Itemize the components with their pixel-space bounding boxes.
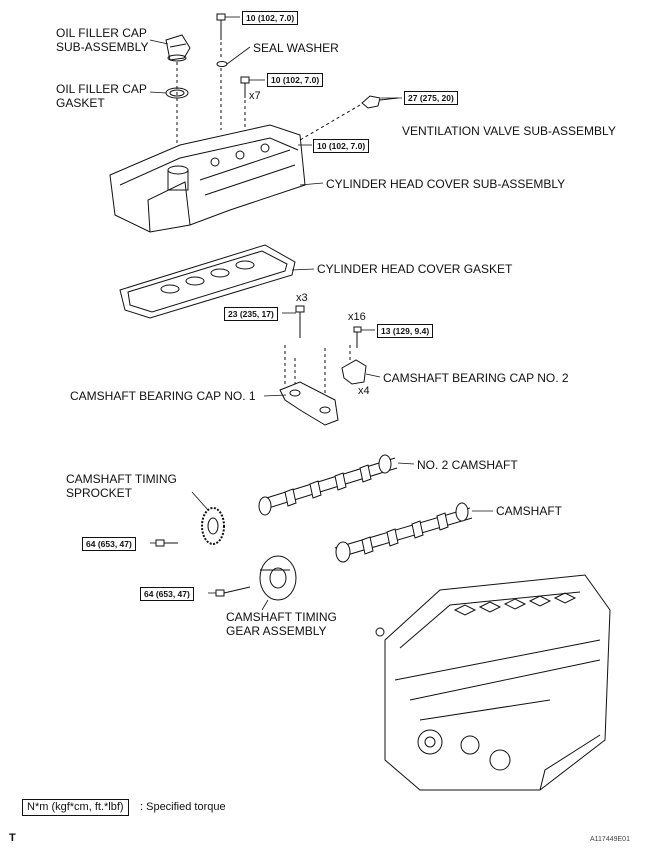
bearing-cap-1-bolt-drawing [295,305,305,338]
camshaft-timing-gear-label-2: GEAR ASSEMBLY [226,624,327,638]
camshaft-timing-gear-drawing [215,555,297,601]
bearing-cap-2-drawing [341,359,367,385]
oil-filler-cap-label: OIL FILLER CAP [56,26,147,40]
camshaft-drawing [334,502,473,563]
cover-bolts-multiplier: x7 [249,90,261,102]
torque-top-bolt: 10 (102, 7.0) [242,11,299,25]
figure-code: A117449E01 [590,836,630,843]
torque-bearing-cap-1: 23 (235, 17) [224,307,278,321]
camshaft-bearing-cap-2-label: CAMSHAFT BEARING CAP NO. 2 [383,371,569,385]
cap2-bolts-multiplier: x16 [348,311,366,323]
oil-filler-gasket-label-2: GASKET [56,96,105,110]
bearing-cap-2-bolt-drawing [353,326,362,348]
torque-bearing-cap-2: 13 (129, 9.4) [377,324,434,338]
cap1-bolts-multiplier: x3 [296,292,308,304]
camshaft-timing-sprocket-drawing [155,507,225,547]
camshaft-timing-sprocket-label-2: SPROCKET [66,486,133,500]
torque-unit-legend: N*m (kgf*cm, ft.*lbf) [22,799,129,816]
torque-ventilation-valve: 27 (275, 20) [404,91,458,105]
cap2-count-multiplier: x4 [358,385,370,397]
section-marker: T [9,832,16,844]
camshaft-timing-gear-label-1: CAMSHAFT TIMING [226,610,337,624]
cylinder-head-cover-label: CYLINDER HEAD COVER SUB-ASSEMBLY [326,177,566,191]
cover-bolt-drawing [240,76,250,98]
torque-cover-nut: 10 (102, 7.0) [313,139,370,153]
torque-sprocket: 64 (653, 47) [82,537,136,551]
oil-filler-gasket-label-1: OIL FILLER CAP [56,82,147,96]
camshaft-timing-sprocket-label-1: CAMSHAFT TIMING [66,472,177,486]
torque-legend-text: : Specified torque [140,801,226,813]
no2-camshaft-label: NO. 2 CAMSHAFT [417,458,518,472]
cylinder-head-cover-gasket-drawing [119,244,296,319]
cylinder-head-cover-gasket-label: CYLINDER HEAD COVER GASKET [317,262,513,276]
cylinder-head-cover-drawing [109,124,306,233]
ventilation-valve-label: VENTILATION VALVE SUB-ASSEMBLY [402,124,616,138]
bearing-cap-1-drawing [279,381,339,426]
oil-filler-cap-drawing [165,34,191,62]
torque-cover-bolts: 10 (102, 7.0) [267,73,324,87]
top-bolt-drawing [216,13,226,40]
torque-timing-gear: 64 (653, 47) [140,587,194,601]
camshaft-bearing-cap-1-label: CAMSHAFT BEARING CAP NO. 1 [70,389,256,403]
seal-washer-label: SEAL WASHER [253,41,339,55]
seal-washer-drawing [216,61,228,67]
oil-filler-cap-sub-label: SUB-ASSEMBLY [56,40,149,54]
no2-camshaft-drawing [258,454,398,516]
engine-block-drawing [375,574,611,791]
camshaft-label: CAMSHAFT [496,504,562,518]
